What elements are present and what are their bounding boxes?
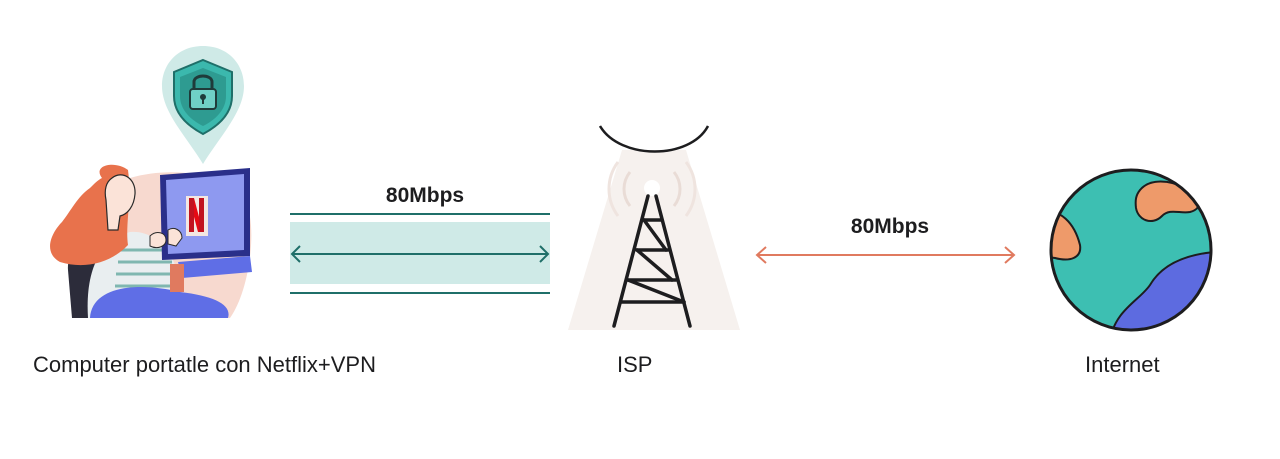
- tunnel-arrow-right-icon: [539, 245, 550, 263]
- laptop-user-illustration: [50, 164, 252, 318]
- laptop-base: [178, 256, 252, 278]
- isp-internet-speed-label: 80Mbps: [850, 215, 930, 238]
- hand-left: [149, 232, 167, 249]
- laptop-isp-speed-label: 80Mbps: [385, 184, 465, 207]
- tower-dish-arc: [598, 125, 710, 153]
- mug: [170, 264, 184, 292]
- tower-light-cone: [568, 150, 740, 330]
- vpn-shield-lock-icon: [162, 46, 244, 164]
- shirt-stripes: [115, 248, 176, 288]
- link-arrow-left-icon: [755, 246, 767, 264]
- link-arrow-right-icon: [1004, 246, 1016, 264]
- globe-icon: [1049, 168, 1213, 332]
- face: [104, 174, 136, 231]
- isp-caption: ISP: [617, 352, 653, 377]
- tower-beacon: [644, 180, 660, 196]
- tower-signal-inner: [622, 171, 682, 207]
- pants: [90, 286, 229, 318]
- netflix-logo-icon: [186, 196, 208, 236]
- tunnel-arrow-left-icon: [290, 245, 301, 263]
- tower-signal-outer: [607, 161, 697, 217]
- hand-right: [167, 227, 183, 247]
- laptop-caption: Computer portatle con Netflix+VPN: [33, 352, 376, 377]
- vpn-tunnel: [290, 213, 550, 294]
- isp-internet-link: [755, 246, 1016, 264]
- isp-tower-icon: [568, 125, 740, 330]
- internet-caption: Internet: [1085, 352, 1160, 377]
- tower-lattice: [612, 194, 692, 328]
